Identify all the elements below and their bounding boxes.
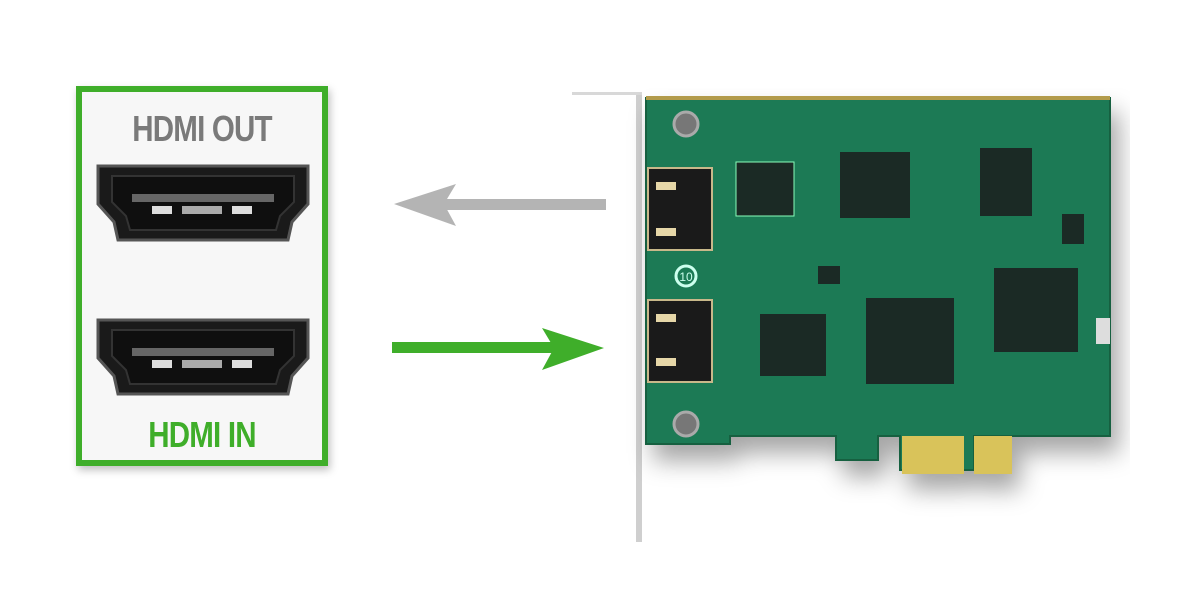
arrow-left-icon: [394, 184, 606, 226]
hdmi-in-label: HDMI IN: [148, 414, 256, 455]
hdmi-port-icon: [96, 318, 310, 396]
hdmi-ports-panel: HDMI OUT HDMI IN: [76, 86, 328, 466]
arrow-right-icon: [392, 328, 604, 370]
pcie-capture-card: 10: [572, 92, 1111, 542]
bracket-marking: 10: [679, 270, 693, 284]
hdmi-out-label: HDMI OUT: [132, 108, 272, 149]
hdmi-port-icon: [96, 164, 310, 242]
